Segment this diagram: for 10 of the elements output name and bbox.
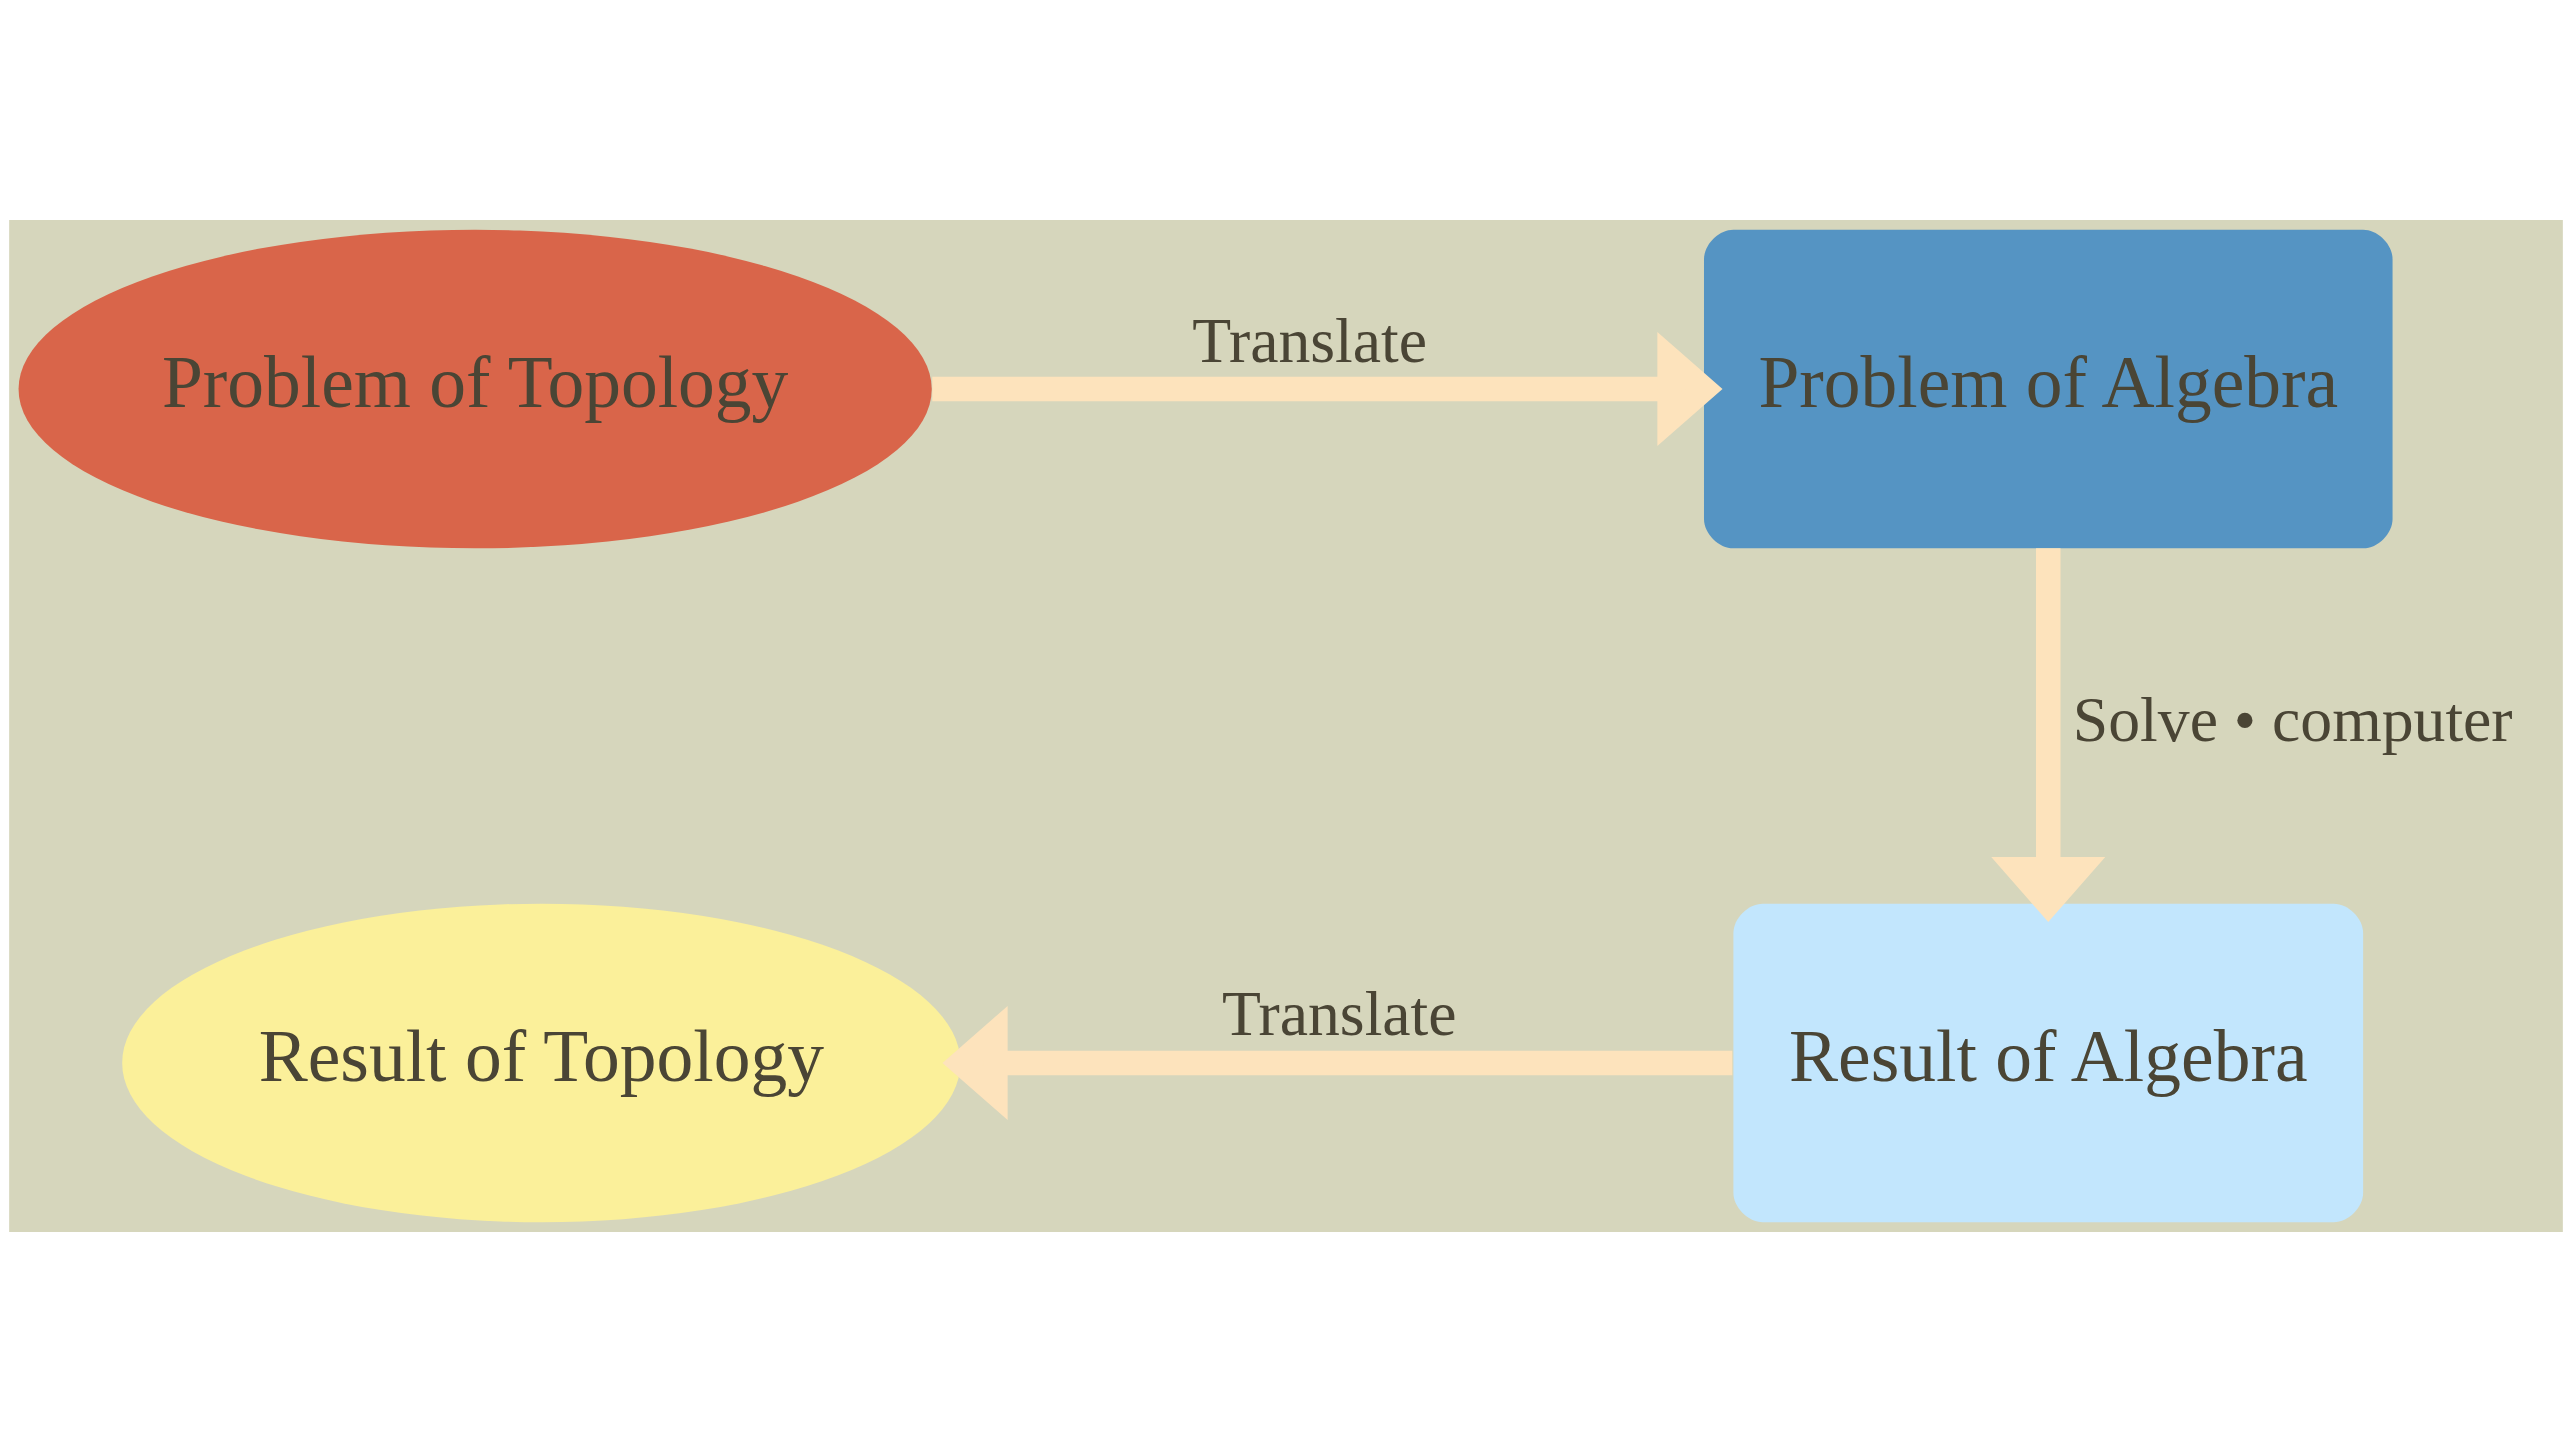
node-ellipse: Result of Topology — [122, 903, 961, 1222]
arrow — [1991, 547, 2106, 922]
edge-label: Translate — [1192, 304, 1428, 376]
node-box: Problem of Algebra — [1704, 229, 2393, 548]
arrow — [942, 1005, 1733, 1120]
edge-label: Translate — [1221, 977, 1457, 1049]
node-box: Result of Algebra — [1733, 903, 2364, 1222]
arrow — [932, 331, 1723, 446]
edge-label: Solve • computer — [2072, 683, 2513, 755]
node-ellipse: Problem of Topology — [18, 229, 932, 548]
